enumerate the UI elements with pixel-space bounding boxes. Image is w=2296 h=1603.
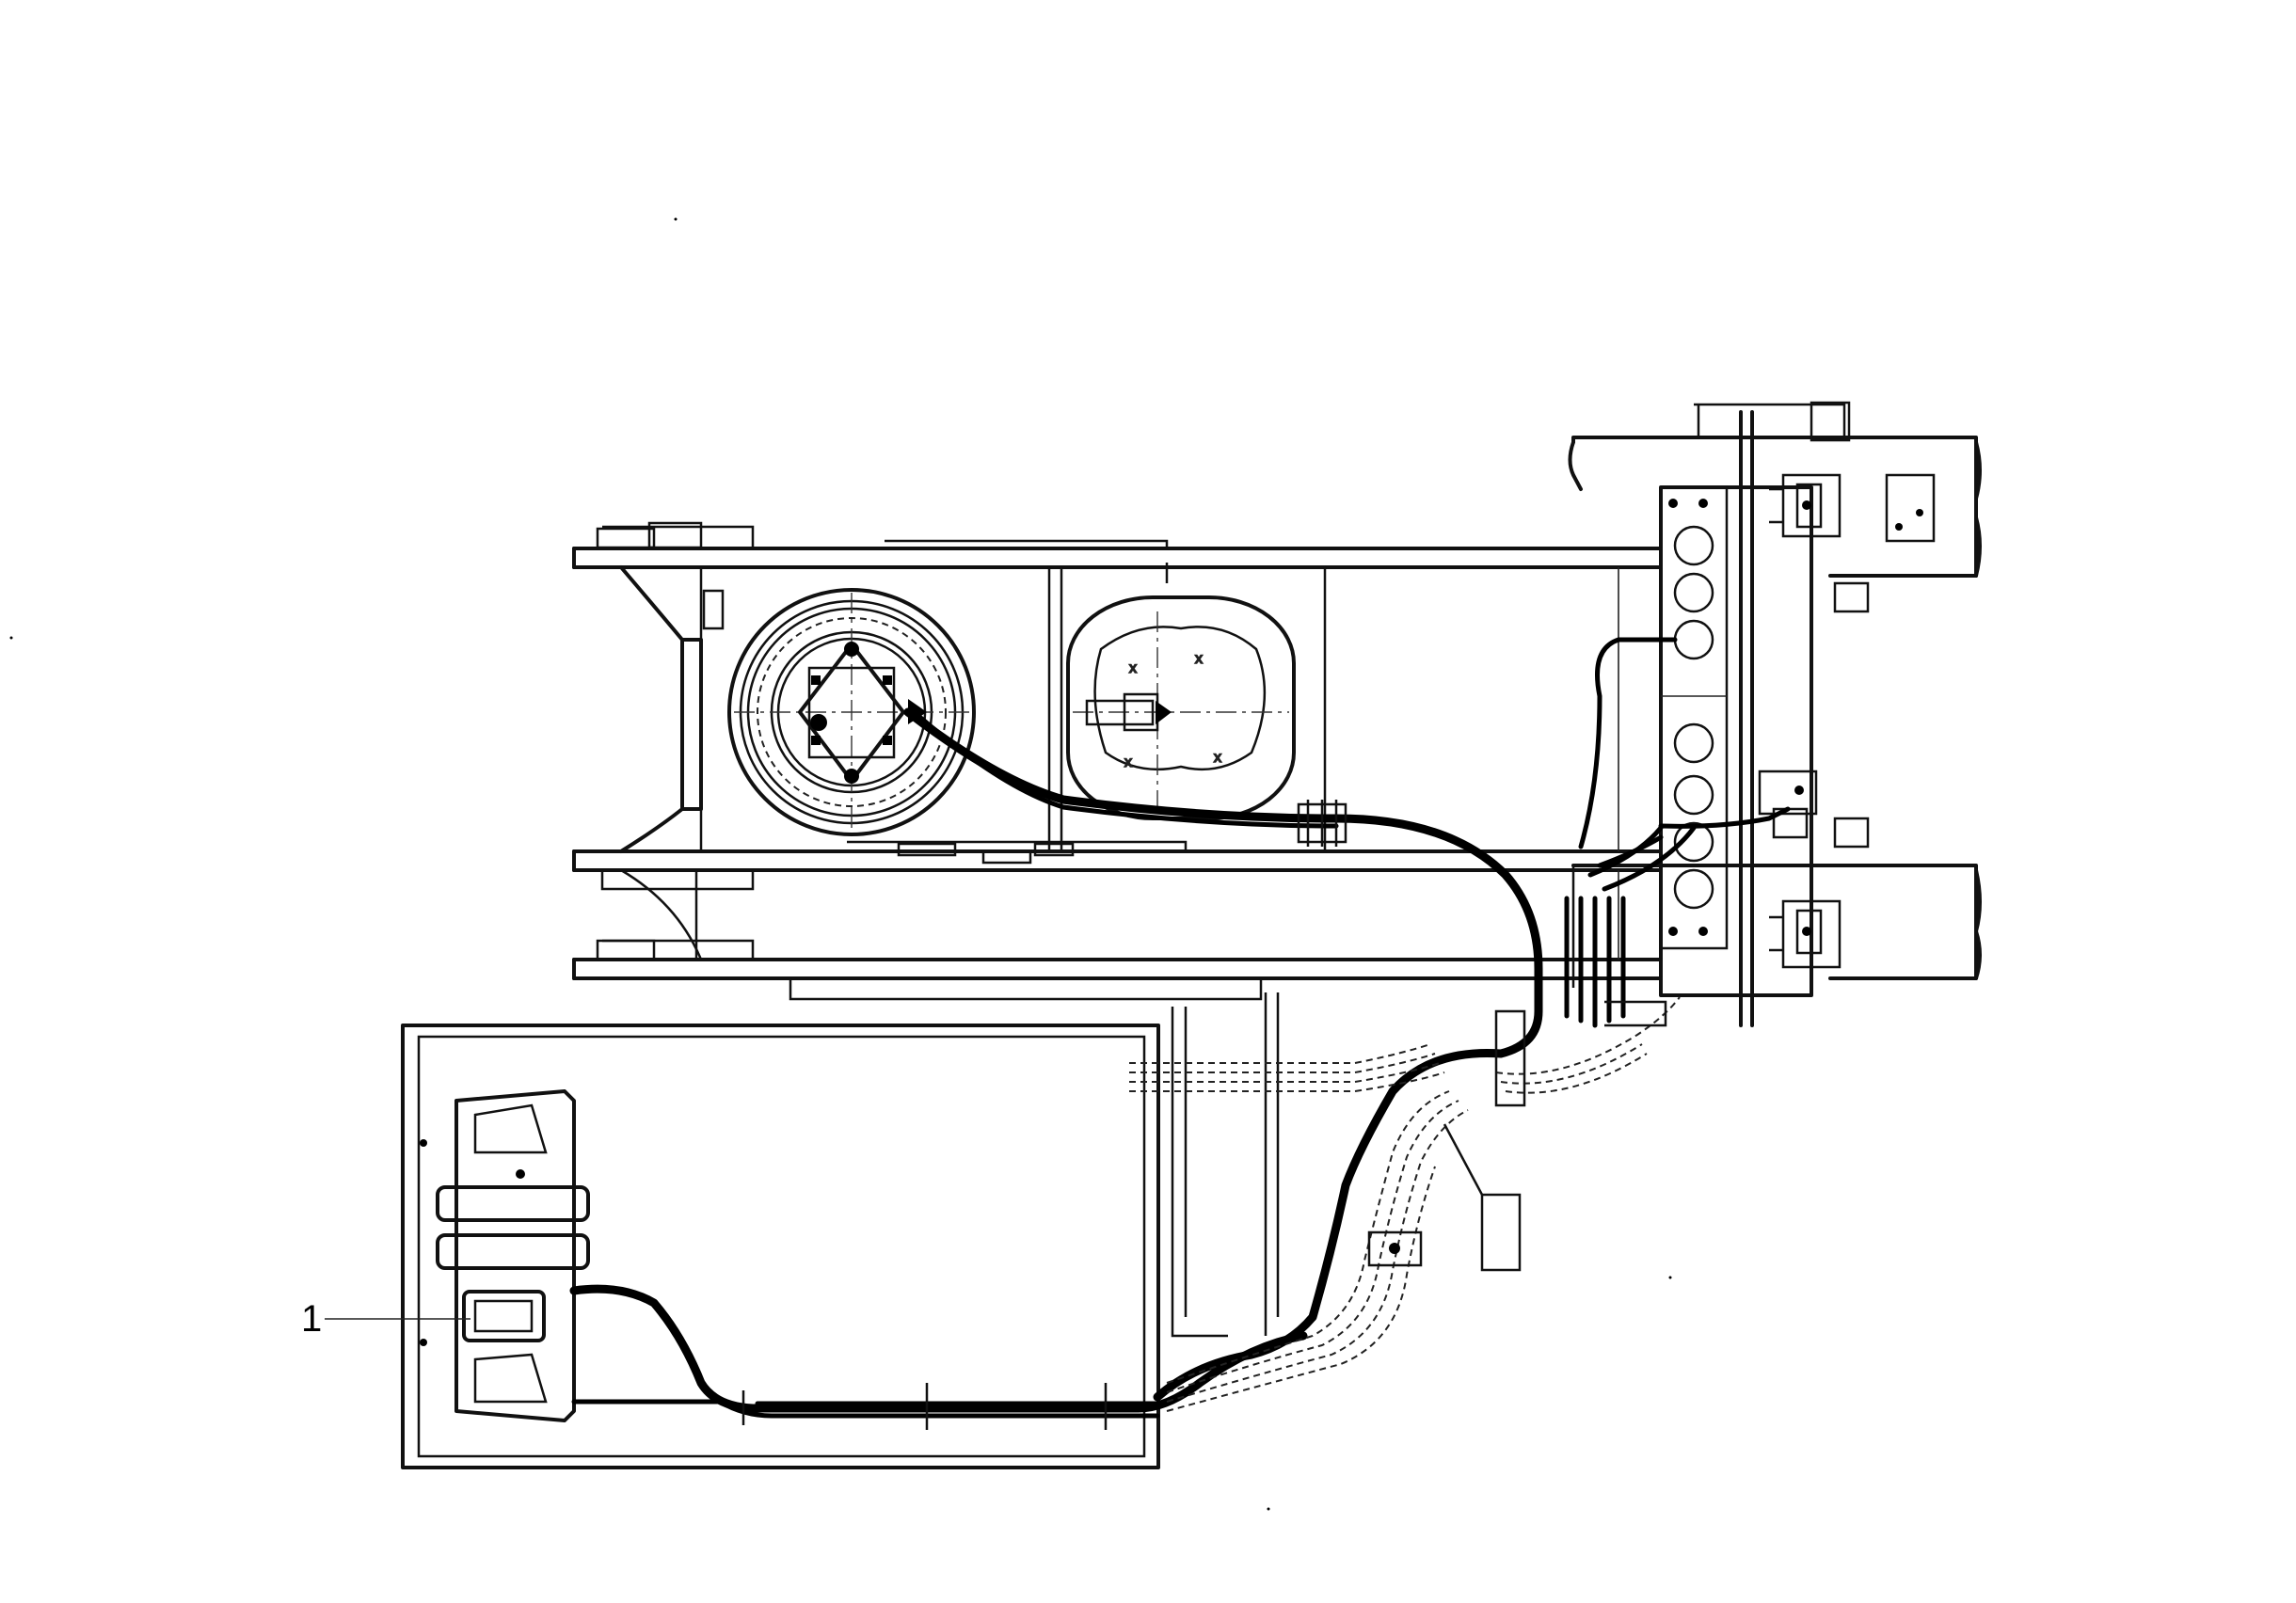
- coupling-lower: [1769, 899, 1842, 969]
- svg-text:x: x: [1214, 750, 1221, 766]
- callout-label: 1: [301, 1298, 322, 1340]
- swivel-unit: x x x x: [1066, 595, 1296, 820]
- coupling-upper: [1769, 473, 1842, 538]
- control-block-part-1: [462, 1290, 546, 1342]
- svg-text:x: x: [1195, 651, 1203, 667]
- side-valve: [1758, 770, 1818, 839]
- svg-text:x: x: [1124, 754, 1132, 770]
- callout-1: 1: [301, 1298, 470, 1340]
- svg-text:x: x: [1129, 660, 1137, 676]
- slewing-ring: [727, 588, 976, 836]
- manifold-plate: [1659, 410, 1813, 1027]
- operator-cab: [401, 992, 1280, 1469]
- carrier-frame: [1568, 401, 1982, 988]
- hose-bundle: [569, 637, 1791, 1430]
